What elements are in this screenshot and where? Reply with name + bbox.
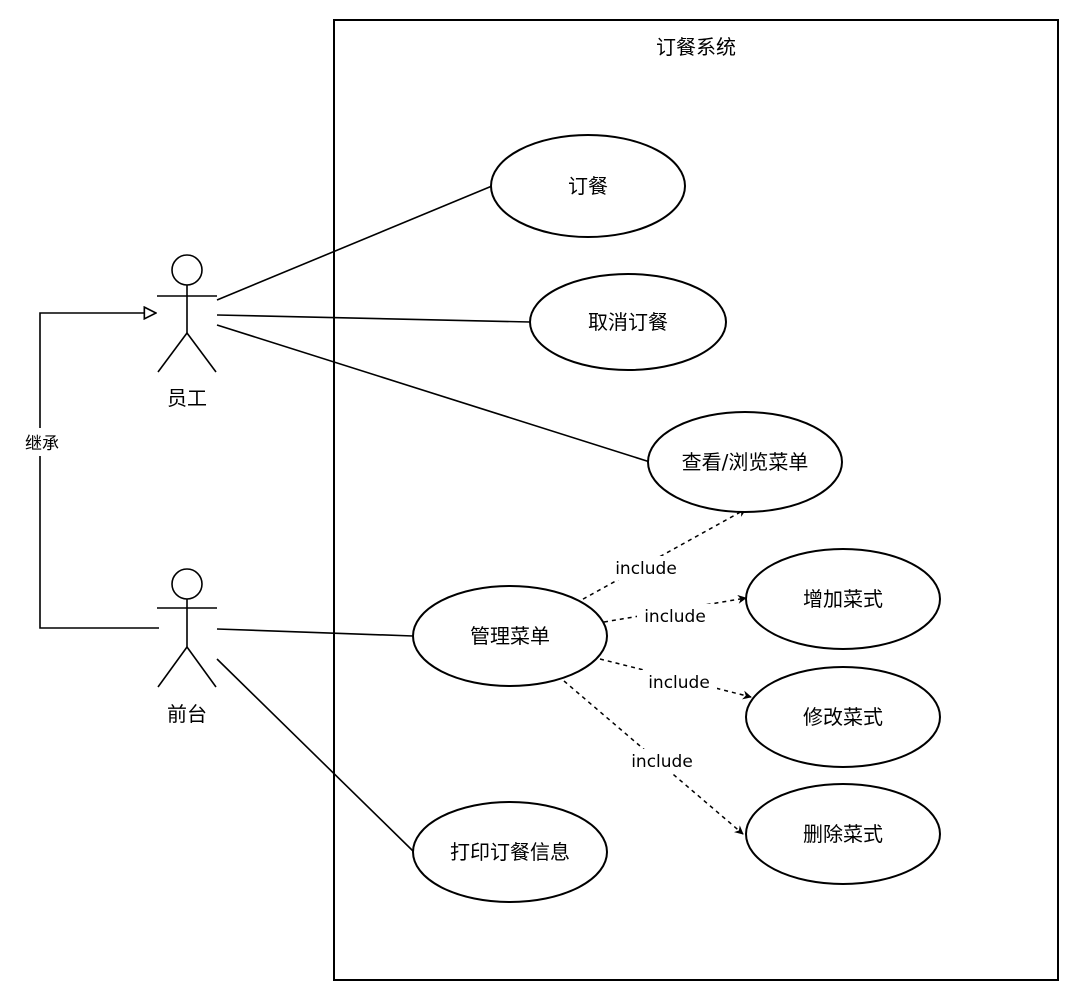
assoc-employee-order — [216, 185, 493, 301]
generalization-edge — [39, 313, 159, 629]
use-case-add-dish[interactable]: 增加菜式 — [745, 548, 941, 650]
actor-frontdesk-left-leg — [157, 646, 188, 688]
use-case-order[interactable]: 订餐 — [490, 134, 686, 238]
actor-frontdesk-label: 前台 — [167, 702, 207, 726]
use-case-add-dish-label: 增加菜式 — [803, 587, 883, 611]
assoc-frontdesk-manage-menu — [216, 628, 414, 637]
actor-employee-right-leg — [186, 332, 217, 373]
include-label-view-menu: include — [615, 559, 677, 579]
use-case-view-menu[interactable]: 查看/浏览菜单 — [647, 411, 843, 513]
use-case-cancel-order-label: 取消订餐 — [588, 310, 668, 334]
assoc-employee-view-menu — [216, 324, 651, 463]
actor-employee-head — [171, 254, 203, 286]
actor-frontdesk-right-leg — [186, 646, 217, 688]
use-case-delete-dish-label: 删除菜式 — [803, 822, 883, 846]
system-title: 订餐系统 — [656, 35, 736, 59]
generalization-label: 继承 — [25, 434, 59, 454]
use-case-order-label: 订餐 — [568, 174, 608, 198]
use-case-cancel-order[interactable]: 取消订餐 — [529, 273, 727, 371]
use-case-modify-dish-label: 修改菜式 — [803, 705, 883, 729]
include-label-delete-dish: include — [631, 752, 693, 772]
actor-frontdesk[interactable]: 前台 — [157, 568, 217, 726]
include-label-add-dish: include — [644, 607, 706, 627]
assoc-frontdesk-print-order — [216, 658, 415, 853]
include-label-bg-4 — [624, 749, 700, 773]
actor-employee[interactable]: 员工 — [157, 254, 217, 410]
include-edge-modify-dish — [599, 658, 752, 700]
use-case-manage-menu[interactable]: 管理菜单 — [412, 585, 608, 687]
use-case-view-menu-label: 查看/浏览菜单 — [682, 450, 809, 474]
actor-employee-left-leg — [157, 332, 188, 373]
include-label-bg-2 — [637, 604, 713, 628]
use-case-delete-dish[interactable]: 删除菜式 — [745, 783, 941, 885]
actor-employee-label: 员工 — [167, 386, 207, 410]
generalization-label-bg — [18, 428, 66, 456]
include-label-bg-3 — [641, 670, 717, 694]
use-case-modify-dish[interactable]: 修改菜式 — [745, 666, 941, 768]
use-case-manage-menu-label: 管理菜单 — [470, 624, 550, 648]
assoc-employee-cancel-order — [216, 314, 531, 323]
include-label-bg-1 — [608, 556, 684, 580]
use-case-print-order-label: 打印订餐信息 — [450, 840, 570, 864]
include-label-modify-dish: include — [648, 673, 710, 693]
use-case-print-order[interactable]: 打印订餐信息 — [412, 801, 608, 903]
actor-frontdesk-head — [171, 568, 203, 600]
